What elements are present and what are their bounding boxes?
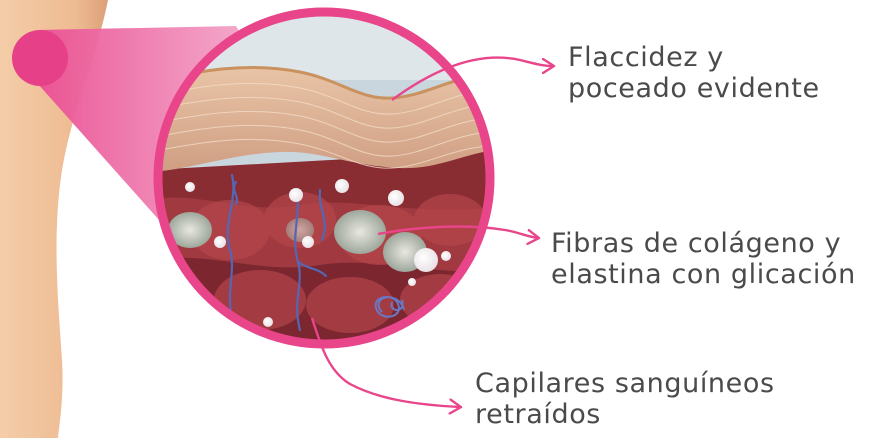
label-flaccidity-line2: poceado evidente [568,73,820,104]
label-flaccidity-line1: Flaccidez y [568,42,820,73]
label-flaccidity: Flaccidez y poceado evidente [568,42,820,104]
fat-cell [334,210,386,254]
label-fibers: Fibras de colágeno y elastina con glicac… [551,228,856,290]
label-capillaries: Capilares sanguíneos retraídos [475,368,775,430]
label-fibers-line1: Fibras de colágeno y [551,228,856,259]
label-capillaries-line2: retraídos [475,399,775,430]
label-capillaries-line1: Capilares sanguíneos [475,368,775,399]
label-fibers-line2: elastina con glicación [551,259,856,290]
magnified-spot [12,30,68,86]
